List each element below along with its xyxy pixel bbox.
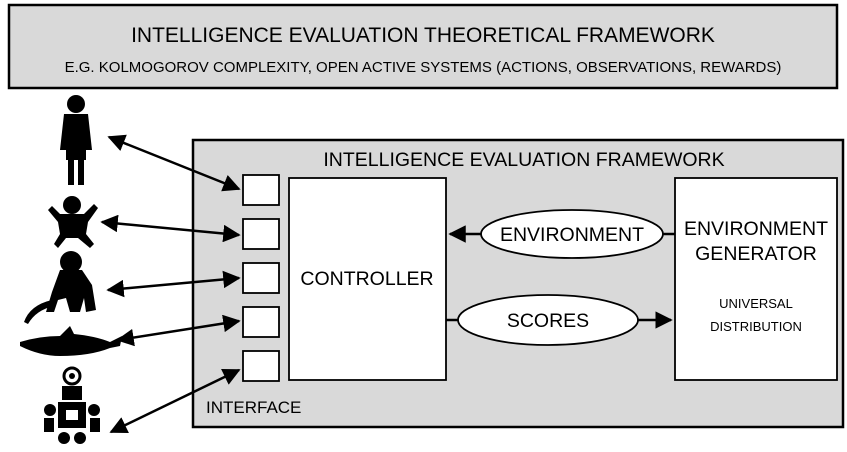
generator-title-line1: ENVIRONMENT <box>684 218 828 240</box>
human-woman-icon <box>60 95 92 185</box>
interface-port <box>242 174 280 206</box>
interface-port <box>242 262 280 294</box>
environment-ellipse <box>480 209 664 259</box>
interface-port <box>242 306 280 338</box>
generator-title-line2: GENERATOR <box>695 243 817 265</box>
generator-box <box>674 177 838 381</box>
dolphin-icon <box>20 326 122 356</box>
framework-title: INTELLIGENCE EVALUATION FRAMEWORK <box>323 149 724 171</box>
scores-label: SCORES <box>507 310 589 332</box>
subject-arrow <box>109 368 241 434</box>
subject-arrow <box>116 314 241 347</box>
subject-arrow <box>107 134 241 192</box>
interface-port <box>242 218 280 250</box>
scores-ellipse <box>457 294 639 346</box>
monkey-icon <box>24 251 96 324</box>
subject-arrow <box>106 270 241 298</box>
theory-subtitle: E.G. KOLMOGOROV COMPLEXITY, OPEN ACTIVE … <box>65 59 782 76</box>
human-baby-icon <box>48 196 98 248</box>
controller-box <box>288 177 447 381</box>
interface-ports <box>242 174 280 382</box>
theory-title: INTELLIGENCE EVALUATION THEORETICAL FRAM… <box>131 24 715 47</box>
interface-port <box>242 350 280 382</box>
generator-sub-line1: UNIVERSAL <box>719 296 793 311</box>
theory-box <box>7 3 839 90</box>
controller-label: CONTROLLER <box>300 268 433 290</box>
generator-sub-line2: DISTRIBUTION <box>710 319 802 334</box>
subject-arrow <box>100 214 241 243</box>
interface-label: INTERFACE <box>206 398 301 417</box>
environment-label: ENVIRONMENT <box>500 224 644 246</box>
robot-icon <box>44 366 100 444</box>
subject-arrows <box>100 134 241 434</box>
